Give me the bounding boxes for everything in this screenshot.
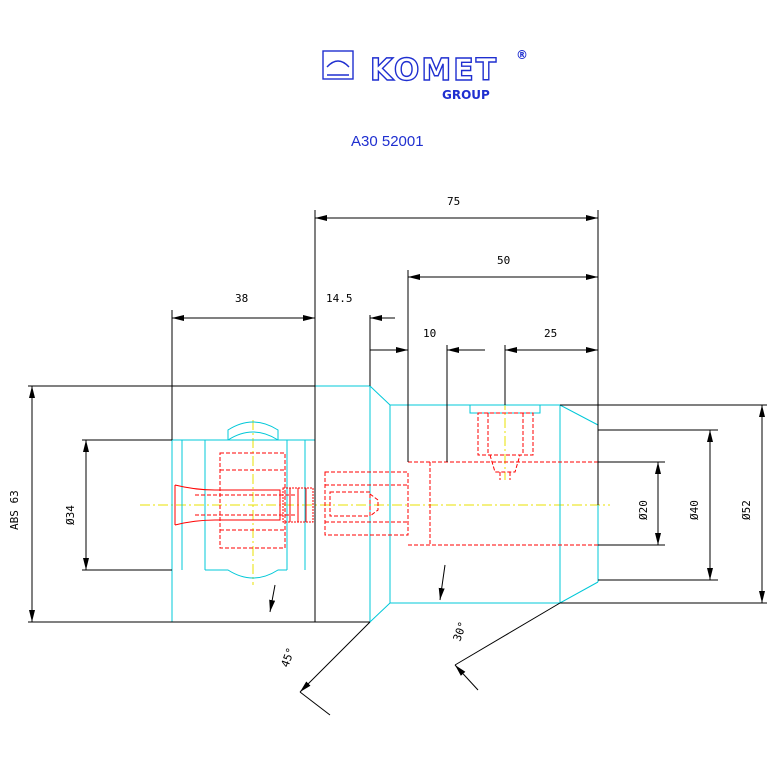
dim-10: 10 bbox=[423, 327, 436, 340]
dim-angle-45: 45° bbox=[279, 646, 298, 669]
dim-38: 38 bbox=[235, 292, 248, 305]
dim-25: 25 bbox=[544, 327, 557, 340]
centerlines bbox=[140, 400, 610, 585]
komet-emblem-icon bbox=[322, 50, 354, 80]
part-number: A30 52001 bbox=[351, 133, 424, 150]
dim-50: 50 bbox=[497, 254, 510, 267]
komet-logo: KOMET ® GROUP bbox=[322, 48, 528, 102]
dim-75: 75 bbox=[447, 195, 460, 208]
dim-dia-20: Ø20 bbox=[637, 500, 650, 520]
dim-14-5: 14.5 bbox=[326, 292, 353, 305]
dim-dia-40: Ø40 bbox=[688, 500, 701, 520]
internal-clamping-detail bbox=[174, 412, 598, 549]
dim-angle-30: 30° bbox=[451, 620, 470, 643]
dimension-labels: 75 50 38 14.5 10 25 ABS 63 Ø34 Ø20 Ø40 Ø… bbox=[8, 195, 753, 669]
tool-body-outline bbox=[171, 385, 599, 623]
dim-dia-34: Ø34 bbox=[64, 505, 77, 525]
logo-group-text: GROUP bbox=[442, 88, 490, 102]
logo-brand-text: KOMET bbox=[370, 53, 498, 88]
dim-dia-52: Ø52 bbox=[740, 500, 753, 520]
dim-abs-63: ABS 63 bbox=[8, 490, 21, 530]
logo-registered-mark: ® bbox=[516, 48, 528, 62]
dimension-lines bbox=[28, 210, 767, 716]
